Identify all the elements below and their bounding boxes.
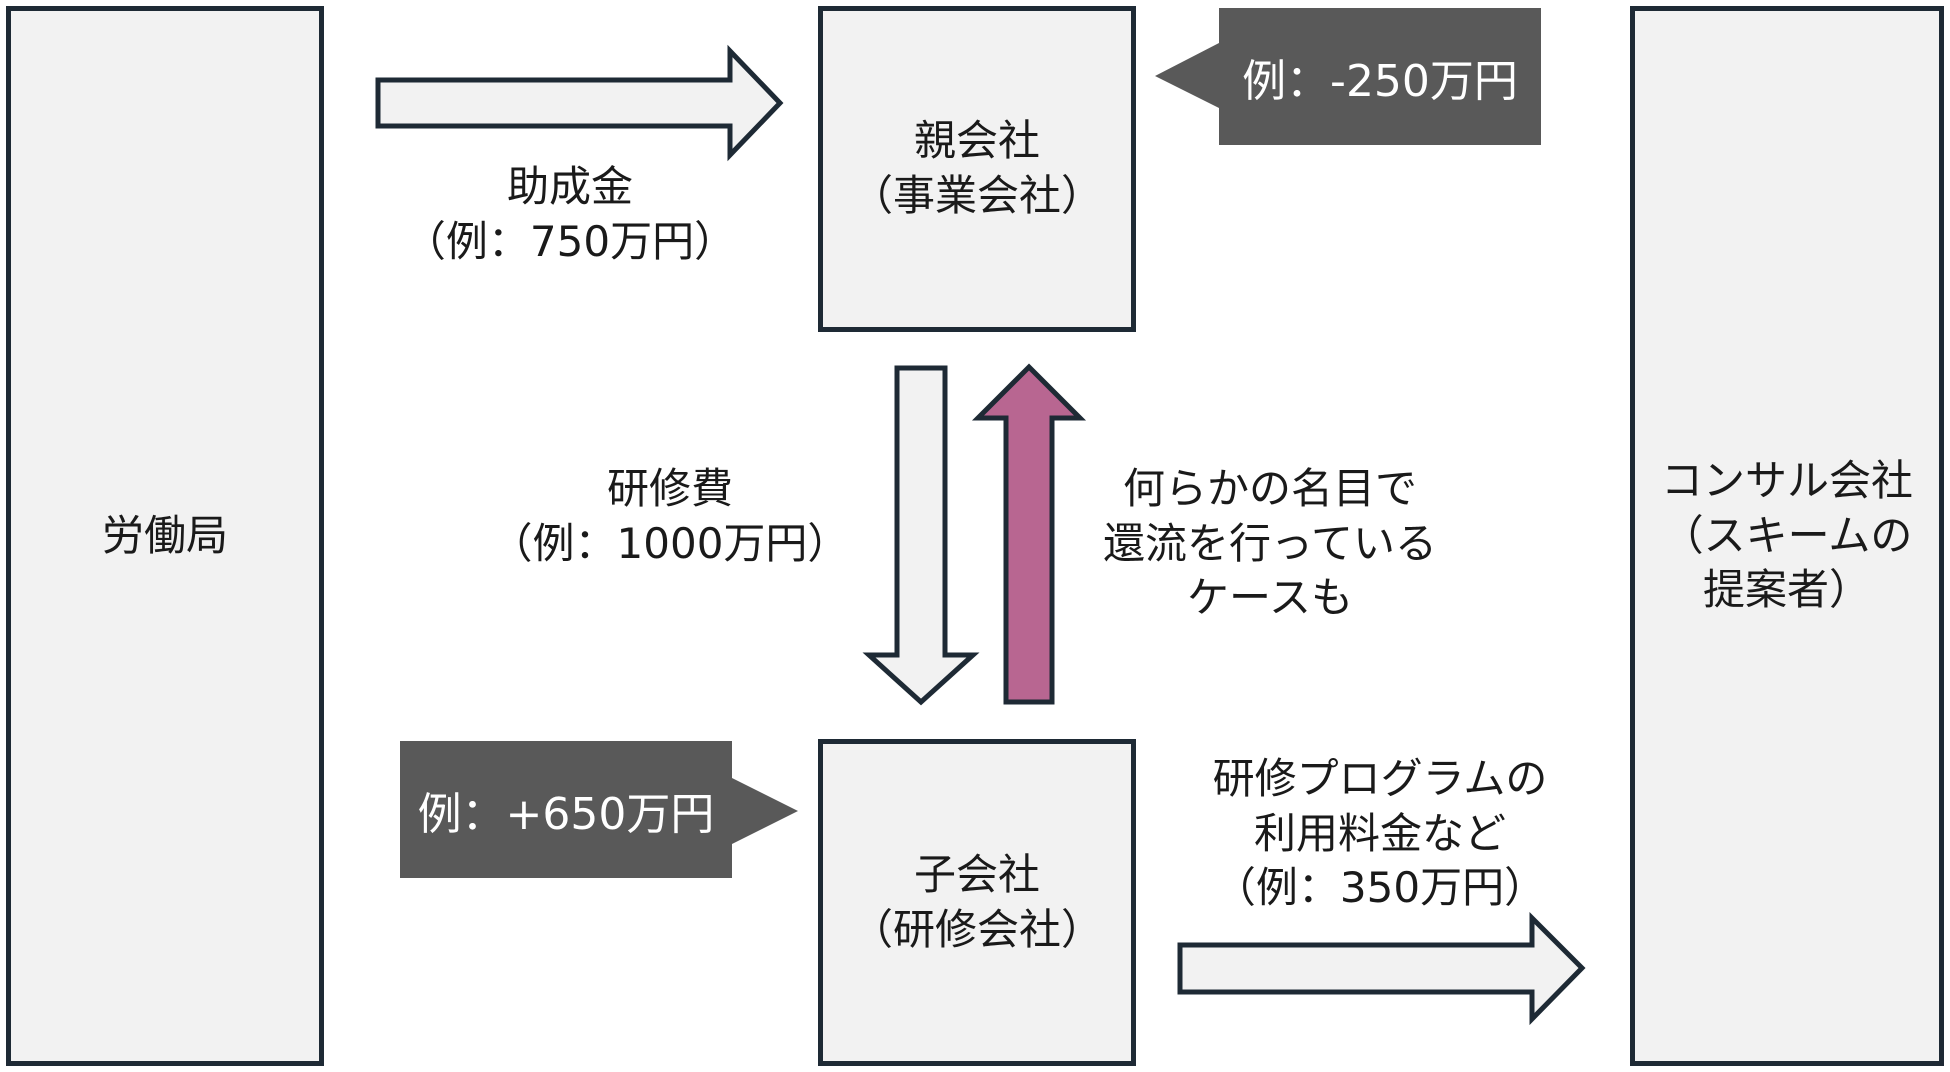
- subsidiary-balance-text: 例：+650万円: [417, 788, 715, 840]
- training-fee-amount: （例：1000万円）: [490, 518, 850, 568]
- subsidiary-balance-callout: [400, 741, 798, 878]
- consultant-box: コンサル会社 （スキームの 提案者）: [1630, 6, 1944, 1066]
- labor-bureau-label: 労働局: [101, 510, 228, 560]
- program-fee-amount: （例：350万円）: [1213, 863, 1547, 913]
- subsidiary-box: 子会社 （研修会社）: [818, 739, 1136, 1066]
- program-fee-line-2: 利用料金など: [1253, 808, 1506, 858]
- reflux-line-1: 何らかの名目で: [1122, 464, 1417, 513]
- parent-balance-callout: [1155, 8, 1541, 145]
- consultant-role-2: 提案者）: [1702, 565, 1871, 615]
- subsidy-label: 助成金 （例：750万円）: [380, 160, 760, 269]
- consultant-name: コンサル会社: [1660, 456, 1913, 506]
- labor-bureau-box: 労働局: [6, 6, 324, 1066]
- training-fee-label: 研修費 （例：1000万円）: [480, 462, 860, 571]
- reflux-label: 何らかの名目で 還流を行っている ケースも: [1080, 462, 1460, 626]
- program-fee-label: 研修プログラムの 利用料金など （例：350万円）: [1180, 752, 1580, 916]
- subsidy-arrow: [375, 44, 784, 162]
- subsidy-title: 助成金: [506, 162, 633, 211]
- training-fee-arrow: [862, 365, 980, 706]
- reflux-line-3: ケースも: [1187, 573, 1353, 623]
- training-fee-title: 研修費: [606, 464, 733, 513]
- program-fee-arrow: [1177, 911, 1586, 1026]
- subsidiary-type: （研修会社）: [850, 904, 1103, 954]
- subsidiary-name: 子会社: [913, 849, 1040, 899]
- reflux-arrow: [971, 363, 1087, 705]
- parent-company-type: （事業会社）: [850, 171, 1103, 220]
- parent-company-name: 親会社: [913, 116, 1040, 166]
- consultant-role-1: （スキームの: [1661, 510, 1913, 560]
- program-fee-line-1: 研修プログラムの: [1212, 754, 1548, 803]
- parent-balance-text: 例：-250万円: [1242, 55, 1518, 107]
- subsidy-amount: （例：750万円）: [403, 216, 737, 266]
- parent-company-box: 親会社 （事業会社）: [818, 6, 1136, 332]
- reflux-line-2: 還流を行っている: [1103, 518, 1437, 568]
